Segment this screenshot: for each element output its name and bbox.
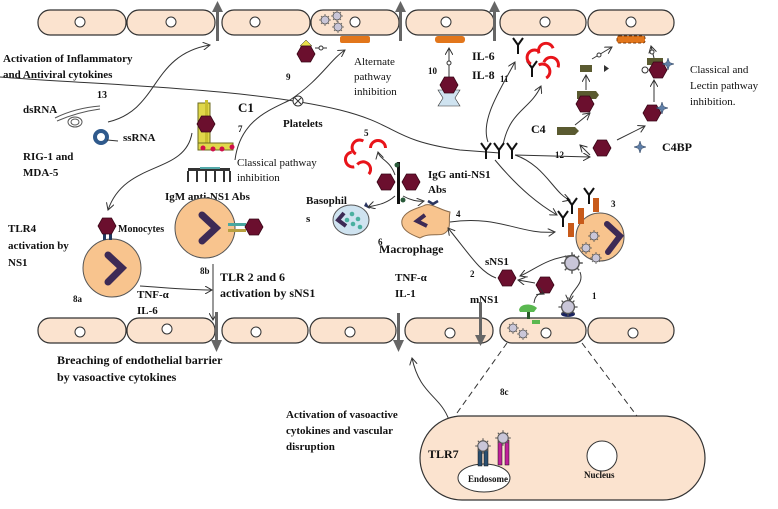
step-6: 6 bbox=[378, 237, 383, 247]
igm-antibody-icon bbox=[187, 167, 231, 182]
label-vasoactive-activation: Activation of vasoactive bbox=[286, 409, 398, 421]
label-classical-pathway: Classical pathway bbox=[237, 157, 317, 169]
label-c1: C1 bbox=[238, 100, 254, 115]
label-alternate: Alternate bbox=[354, 56, 395, 68]
step-9: 9 bbox=[286, 72, 291, 82]
c4-pathway bbox=[557, 46, 675, 157]
receptor-green-icon bbox=[519, 304, 540, 324]
macrophage-icon bbox=[401, 199, 451, 239]
basophil-icon bbox=[332, 202, 370, 236]
label-rig1: RIG-1 and bbox=[23, 151, 73, 163]
platelets-top bbox=[522, 39, 563, 80]
step-7: 7 bbox=[238, 124, 243, 134]
step-8a: 8a bbox=[73, 294, 83, 304]
top-endothelium bbox=[37, 1, 675, 44]
step-3: 3 bbox=[611, 199, 616, 209]
receptor-icon bbox=[340, 36, 370, 43]
step-13: 13 bbox=[97, 90, 107, 101]
label-monocytes: Monocytes bbox=[118, 224, 164, 235]
label-mda5: MDA-5 bbox=[23, 167, 59, 179]
label-platelets: Platelets bbox=[283, 118, 323, 130]
platelets-cluster bbox=[342, 135, 387, 176]
factor-h-icon bbox=[296, 39, 327, 63]
monocyte-8a-icon bbox=[82, 217, 142, 298]
zoomed-endothelial-cell bbox=[419, 415, 706, 501]
label-il8: IL-8 bbox=[472, 68, 495, 82]
label-mns1: mNS1 bbox=[470, 294, 499, 306]
label-classical-and: Classical and bbox=[690, 64, 749, 76]
label-endosome: Endosome bbox=[468, 474, 508, 484]
label-tlr2-6: TLR 2 and 6 bbox=[220, 270, 285, 284]
bottom-endothelium bbox=[37, 296, 675, 352]
label-macrophage: Macrophage bbox=[379, 242, 444, 256]
label-il1: IL-1 bbox=[395, 288, 416, 300]
label-il6-b: IL-6 bbox=[137, 305, 158, 317]
step-12: 12 bbox=[555, 150, 565, 160]
label-nucleus: Nucleus bbox=[584, 470, 615, 480]
label-vasoactive-cytokines: cytokines and vascular bbox=[286, 425, 393, 437]
label-lectin-pathway: Lectin pathway bbox=[690, 80, 759, 92]
cytokine-up-arrow bbox=[212, 1, 500, 41]
neutrophil-icon bbox=[557, 187, 625, 265]
label-sns1: sNS1 bbox=[485, 256, 509, 268]
label-breaching-cytokines: by vasoactive cytokines bbox=[57, 370, 177, 384]
label-basophils: Basophil bbox=[306, 195, 347, 207]
label-igg-anti-ns1: IgG anti-NS1 bbox=[428, 169, 491, 181]
label-igg-abs: Abs bbox=[428, 184, 447, 196]
step-1: 1 bbox=[592, 291, 597, 301]
label-breaching-barrier: Breaching of endothelial barrier bbox=[57, 353, 223, 367]
label-ssrna: ssRNA bbox=[123, 132, 155, 144]
step-2: 2 bbox=[470, 269, 475, 279]
label-igm-abs: IgM anti-NS1 Abs bbox=[165, 191, 251, 203]
label-tlr7: TLR7 bbox=[428, 447, 459, 461]
label-il6: IL-6 bbox=[472, 49, 495, 63]
label-dsrna: dsRNA bbox=[23, 104, 57, 116]
label-alternate-inhibition: inhibition bbox=[354, 86, 397, 98]
label-tlr2-6-activation: activation by sNS1 bbox=[220, 286, 315, 300]
label-activation-inflammatory: Activation of Inflammatory bbox=[3, 53, 133, 65]
label-classical-inhibition: inhibition bbox=[237, 172, 280, 184]
dsrna-icon bbox=[54, 105, 101, 128]
receptor-icon bbox=[616, 35, 646, 44]
receptor-ns1-icon bbox=[437, 48, 461, 107]
label-tlr4: TLR4 bbox=[8, 223, 37, 235]
step-8b: 8b bbox=[200, 266, 210, 276]
step-10: 10 bbox=[428, 66, 438, 76]
receptor-icon bbox=[435, 36, 465, 43]
label-basophils-s: s bbox=[306, 213, 311, 225]
ssrna-icon bbox=[93, 129, 119, 145]
label-lectin-inhibition: inhibition. bbox=[690, 96, 736, 108]
label-c4bp: C4BP bbox=[662, 140, 692, 154]
c1-complex-icon bbox=[196, 100, 235, 152]
receptor-virus-icon bbox=[557, 296, 579, 318]
label-alternate-pathway: pathway bbox=[354, 71, 392, 83]
monocyte-8b-icon bbox=[174, 197, 264, 259]
label-tlr4-ns1: NS1 bbox=[8, 257, 28, 269]
endothelial-cell bbox=[221, 317, 309, 344]
step-11: 11 bbox=[500, 74, 509, 84]
igg-ns1-complex-icon bbox=[376, 162, 421, 204]
step-5: 5 bbox=[364, 128, 369, 138]
label-activation-inflammatory-2: and Antiviral cytokines bbox=[3, 69, 113, 81]
tlr7-receptor-icon bbox=[474, 429, 512, 467]
label-tnf-alpha-2: TNF-α bbox=[395, 272, 428, 284]
label-c4: C4 bbox=[531, 122, 546, 136]
nucleus-icon bbox=[586, 440, 618, 472]
label-tlr4-activation: activation by bbox=[8, 240, 69, 252]
endothelial-cell bbox=[221, 9, 311, 36]
label-vasoactive-disruption: disruption bbox=[286, 441, 335, 453]
step-8c: 8c bbox=[500, 387, 509, 397]
label-tnf-alpha-1: TNF-α bbox=[137, 289, 170, 301]
step-4: 4 bbox=[456, 209, 461, 219]
